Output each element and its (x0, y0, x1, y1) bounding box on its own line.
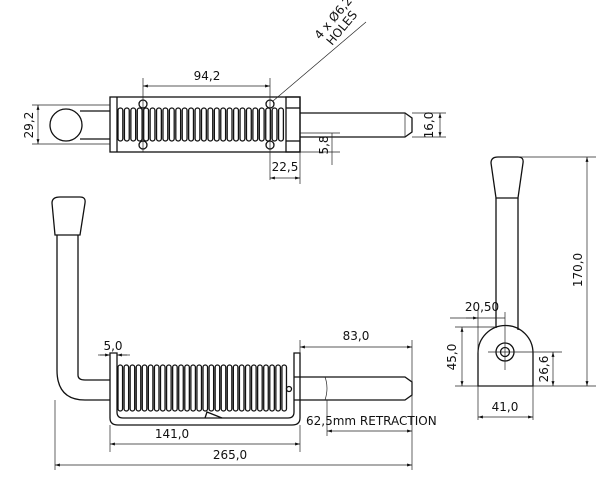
spring-coil (147, 364, 154, 412)
spring-coil (275, 364, 282, 412)
spring-coil (200, 107, 207, 142)
spring-coil (181, 107, 188, 142)
spring-coil (117, 364, 124, 412)
spring-coil (155, 107, 163, 142)
spring-coil (263, 364, 269, 412)
dim-83-0: 83,0 (343, 329, 370, 343)
handle-knob (51, 196, 86, 236)
dim-141-0: 141,0 (155, 427, 189, 441)
dim-20-50: 20,50 (465, 300, 499, 314)
spring-coil (165, 364, 172, 412)
spring-coil (175, 107, 182, 142)
handle-knob (490, 156, 524, 199)
spring-coil (277, 107, 285, 142)
spring-coil (123, 364, 130, 412)
dim-45-0: 45,0 (445, 344, 459, 371)
dim-265-0: 265,0 (213, 448, 247, 462)
spring-coil (117, 107, 124, 142)
dim-22-5: 22,5 (272, 160, 299, 174)
spring-coil (136, 107, 143, 142)
spring-coil (271, 107, 278, 142)
dim-16-0: 16,0 (422, 112, 436, 139)
end-flange (285, 96, 301, 153)
spring-coil (250, 364, 257, 412)
spring-coil (123, 107, 130, 142)
end-view: 170,0 45,0 26,6 41,0 20,50 (445, 156, 596, 420)
spring-coil (214, 364, 221, 412)
spring-coil (232, 364, 239, 412)
spring-coil (129, 364, 136, 412)
dim-5-8: 5,8 (317, 135, 331, 154)
spring-coil (135, 364, 142, 412)
pull-ring (49, 108, 83, 142)
spring-coil (207, 107, 214, 142)
spring-coil (220, 107, 227, 142)
spring-coil (213, 107, 220, 142)
handle-rod-outer (56, 235, 110, 401)
spring-coil (188, 107, 195, 142)
spring-coil (196, 364, 203, 412)
holes-leader (272, 21, 367, 102)
spring-coil (232, 107, 240, 142)
spring-coil (245, 107, 252, 142)
dim-170-0: 170,0 (571, 253, 585, 287)
spring-coil (184, 364, 190, 412)
spring-coil (226, 364, 233, 412)
spring-coil (258, 107, 265, 142)
spring-coil (208, 364, 215, 412)
side-view: 5,0 83,0 141,0 265,0 62,5mm RETRACTION (51, 196, 437, 470)
dim-5-0: 5,0 (103, 339, 122, 353)
spring-coil (220, 364, 227, 412)
spring-coil (281, 364, 288, 412)
spring-coil (171, 364, 178, 412)
spring-coil (202, 364, 209, 412)
pin (294, 376, 413, 401)
spring-coil (269, 364, 275, 412)
retraction-note: 62,5mm RETRACTION (306, 414, 437, 428)
spring-coil (149, 107, 156, 142)
spring-coil (226, 107, 233, 142)
dim-26-6: 26,6 (537, 356, 551, 383)
mounting-base (477, 324, 534, 387)
spring-coil (143, 107, 150, 142)
spring-coil (141, 364, 148, 412)
stop-tab (204, 411, 223, 419)
spring-coil (190, 364, 197, 412)
top-view: 94,2 29,2 16,0 5,8 22,5 4 x Ø6,2 HOLES (22, 0, 446, 184)
spring-coil (159, 364, 166, 412)
dim-41-0: 41,0 (492, 400, 519, 414)
u-bracket (109, 352, 301, 426)
cross-pin (285, 385, 293, 393)
spring-coil (194, 107, 201, 142)
spring-coil (239, 107, 246, 142)
housing (109, 96, 301, 153)
spring-coil (168, 107, 175, 142)
spring-coil (238, 364, 245, 412)
spring-coil (162, 107, 169, 142)
dim-29-2: 29,2 (22, 112, 36, 139)
spring-coil (178, 364, 184, 412)
dim-94-2: 94,2 (194, 69, 221, 83)
pin (300, 112, 413, 138)
spring-coil (256, 364, 263, 412)
spring-coil (130, 107, 137, 142)
spring-coil (252, 107, 259, 142)
spring-coil (153, 364, 160, 412)
spring-coil (244, 364, 251, 412)
spring (117, 364, 288, 412)
handle-rod-inner (77, 235, 110, 381)
